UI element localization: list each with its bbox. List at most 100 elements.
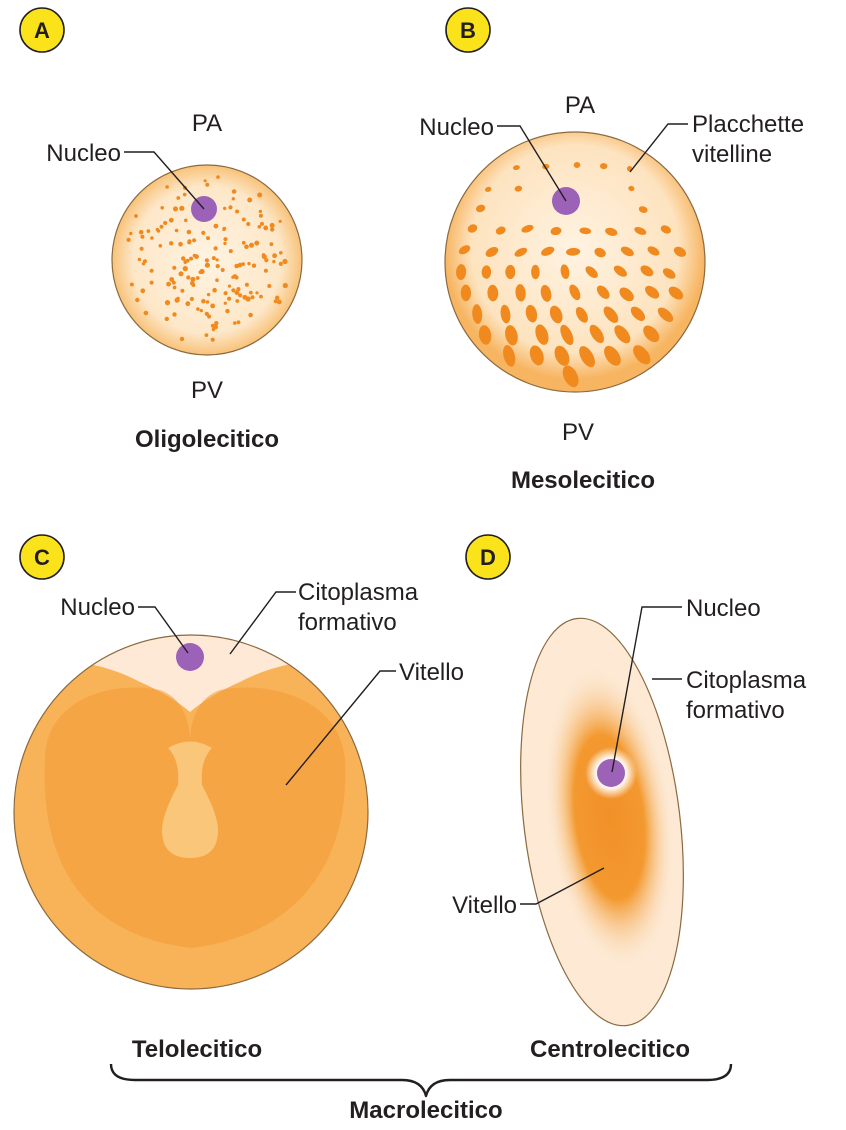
yolk-platelet [190, 297, 194, 301]
yolk-platelet [282, 259, 287, 264]
yolk-platelet [206, 236, 210, 240]
yolk-platelet [160, 225, 164, 229]
yolk-platelet [169, 218, 174, 223]
yolk-platelet [129, 232, 132, 235]
yolk-platelet [270, 223, 275, 228]
yolk-platelet [166, 282, 171, 287]
yolk-platelet [246, 222, 250, 226]
panel-a-nucleus-label: Nucleo [46, 140, 121, 167]
yolk-platelet [279, 220, 282, 223]
panel-b-caption: Mesolecitico [511, 467, 655, 494]
panel-b-platelets-label-line1: Placchette [692, 111, 804, 138]
yolk-platelet [184, 261, 187, 264]
yolk-platelet [229, 249, 233, 253]
yolk-platelet [257, 193, 262, 198]
nucleus-c [176, 643, 204, 671]
panel-b: B PA Nucleo Placchette vitelline PV Meso… [419, 8, 804, 494]
yolk-platelet [201, 231, 205, 235]
yolk-platelet [165, 185, 169, 189]
nucleus-d [597, 759, 625, 787]
yolk-platelet [215, 278, 219, 282]
yolk-platelet [175, 229, 179, 233]
yolk-platelet [175, 298, 180, 303]
yolk-platelet [165, 317, 169, 321]
panel-c-nucleus-label: Nucleo [60, 594, 135, 621]
yolk-platelet [270, 242, 274, 246]
panel-d-caption: Centrolecitico [530, 1036, 690, 1063]
yolk-platelet [207, 293, 210, 296]
yolk-platelet [251, 295, 255, 299]
yolk-platelet [221, 268, 225, 272]
yolk-platelet [174, 208, 177, 211]
yolk-platelet [183, 193, 187, 197]
badge-d-letter: D [480, 545, 496, 570]
yolk-platelet [275, 296, 279, 300]
yolk-platelet [185, 301, 190, 306]
yolk-platelet [165, 300, 170, 305]
yolk-platelet [264, 269, 268, 273]
yolk-platelet [238, 293, 242, 297]
yolk-platelet [224, 291, 228, 295]
yolk-platelet [249, 243, 254, 248]
yolk-platelet [156, 228, 159, 231]
yolk-platelet [270, 227, 274, 231]
yolk-platelet [139, 230, 144, 235]
yolk-platelet [216, 175, 220, 179]
yolk-platelet [127, 238, 131, 242]
panel-c-cytoplasm-label-line2: formativo [298, 609, 397, 636]
panel-a: A PA Nucleo PV Oligolecitico [20, 8, 302, 453]
yolk-platelet [179, 206, 184, 211]
yolk-platelet [247, 198, 252, 203]
yolk-platelet [227, 297, 231, 301]
yolk-platelet [147, 229, 151, 233]
panel-d: D Nucleo Citoplasma formativo Vitello Ce… [452, 535, 807, 1063]
yolk-platelet [259, 210, 262, 213]
yolk-platelet [225, 309, 229, 313]
yolk-platelet [140, 247, 144, 251]
yolk-platelet [178, 242, 183, 247]
yolk-platelet [212, 256, 216, 260]
yolk-platelet [205, 183, 209, 187]
yolk-platelet [150, 269, 154, 273]
yolk-platelet [163, 221, 167, 225]
centrolecithal-egg [500, 609, 705, 1035]
yolk-platelet [211, 338, 215, 342]
yolk-platelet [135, 298, 139, 302]
yolk-platelet [169, 241, 173, 245]
badge-b-letter: B [460, 18, 476, 43]
yolk-platelet [190, 281, 195, 286]
yolk-platelet [223, 207, 226, 210]
panel-d-cytoplasm-label-line1: Citoplasma [686, 667, 807, 694]
yolk-platelet [228, 205, 232, 209]
yolk-platelet [186, 275, 190, 279]
panel-c-yolk-label: Vitello [399, 659, 464, 686]
yolk-platelet [245, 283, 249, 287]
yolk-platelet [254, 241, 259, 246]
yolk-platelet [263, 226, 268, 231]
yolk-platelet [223, 242, 226, 245]
yolk-platelet [232, 197, 235, 200]
yolk-platelet [216, 264, 220, 268]
yolk-platelet [223, 237, 227, 241]
yolk-platelet [144, 311, 149, 316]
yolk-platelet [260, 222, 264, 226]
yolk-platelet [235, 299, 239, 303]
yolk-platelet [169, 277, 174, 282]
yolk-platelet [194, 254, 199, 259]
yolk-platelet [210, 304, 215, 309]
panel-c-caption: Telolecitico [132, 1036, 262, 1063]
yolk-platelet [134, 214, 138, 218]
yolk-platelet [216, 258, 219, 261]
macrolecithal-brace [111, 1064, 731, 1096]
yolk-platelet [249, 291, 253, 295]
yolk-platelet [283, 283, 288, 288]
yolk-platelet [214, 246, 218, 250]
yolk-platelet [150, 236, 154, 240]
yolk-platelet [235, 210, 239, 214]
yolk-platelet [180, 337, 184, 341]
yolk-platelet [236, 287, 240, 291]
yolk-platelet [272, 260, 275, 263]
yolk-platelet [150, 281, 154, 285]
yolk-platelet [192, 238, 196, 242]
